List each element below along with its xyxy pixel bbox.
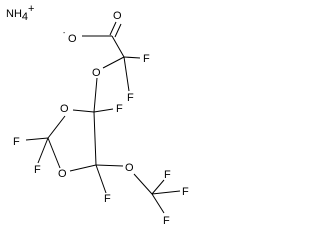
atom-o-anion-charge: - (63, 30, 66, 37)
bond-lines (25, 21, 181, 214)
atom-f-cf3-mid: F (182, 186, 189, 198)
atom-f-ch2-top: F (143, 53, 150, 65)
atom-labels: O - O F F O O F F F O F O F F F (13, 10, 189, 227)
bond-o-bottom-c5 (69, 164, 97, 172)
chemical-structure-drawing: NH4+ O - O F F O (6, 3, 189, 227)
ammonium-label: NH4+ (6, 3, 34, 23)
atom-o-ocf3: O (125, 162, 134, 174)
bond-c5-f (95, 164, 107, 194)
atom-o-carbonyl: O (113, 10, 122, 22)
bond-c5-o-ocf3 (95, 164, 124, 167)
bond-o-to-cf3 (133, 173, 153, 195)
atom-f-cf3-bottom: F (163, 215, 170, 227)
atom-o-anion: O (68, 33, 77, 45)
bond-cf2-f-top (123, 56, 141, 59)
bond-carbonyl-double-b (114, 23, 122, 38)
bond-c2-o-bottom (47, 137, 61, 169)
bond-cf3-f-bottom (151, 193, 165, 214)
ammonium-base: NH (6, 8, 22, 20)
bond-c5-c4 (93, 111, 97, 166)
atom-f-ch2-bottom: F (127, 92, 134, 104)
atom-o-ether-upper: O (92, 67, 101, 79)
bond-c4-o-left (72, 109, 95, 113)
bond-o-left-c2 (47, 115, 66, 139)
bond-cf2-to-ether-o (102, 56, 125, 69)
bond-cf3-f-top (151, 179, 165, 195)
atom-f-c5: F (104, 193, 111, 205)
bond-cf3-f-mid (151, 190, 181, 195)
bond-carboxyl-to-cf2 (111, 35, 125, 58)
atom-f-cf3-top: F (164, 169, 171, 181)
ammonium-subscript: 4 (22, 11, 28, 23)
atom-f-c4: F (116, 103, 123, 115)
bond-cf2-f-bottom (123, 56, 130, 92)
atom-f-c2-left: F (13, 136, 20, 148)
atom-o-ring-left: O (60, 103, 69, 115)
ammonium-charge: + (28, 3, 34, 15)
bond-carbonyl-double-a (109, 21, 117, 36)
bond-ether-o-to-ring-c4 (93, 77, 98, 113)
bond-c4-f (93, 108, 114, 113)
bond-c2-f-left (25, 137, 49, 141)
atom-f-c2-bottom: F (34, 164, 41, 176)
atom-o-ring-bottom: O (58, 168, 67, 180)
bond-c2-f-bottom (37, 137, 49, 164)
